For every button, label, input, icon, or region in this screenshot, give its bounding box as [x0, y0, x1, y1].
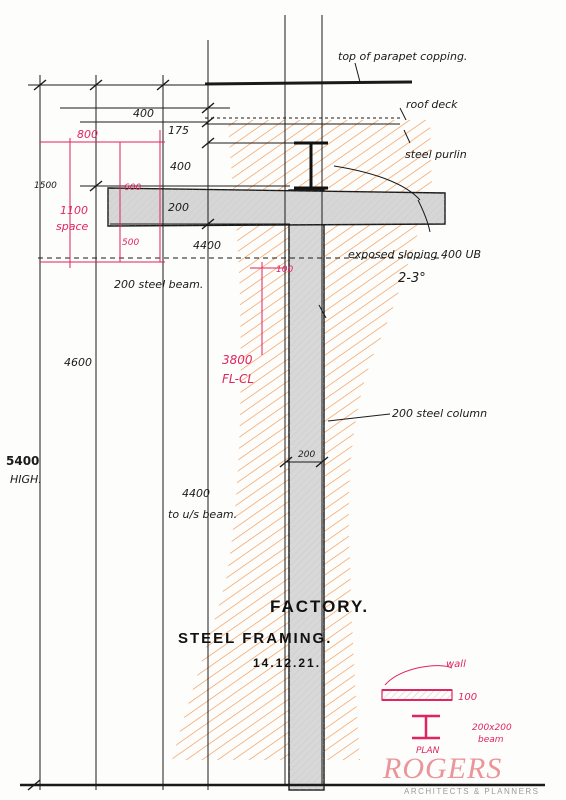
- svg-text:4400: 4400: [193, 239, 221, 252]
- svg-text:100: 100: [458, 692, 477, 703]
- svg-text:175: 175: [168, 124, 189, 137]
- svg-text:ROGERS: ROGERS: [382, 752, 502, 785]
- svg-text:beam: beam: [478, 735, 504, 745]
- svg-text:PLAN: PLAN: [416, 746, 440, 756]
- svg-text:ARCHITECTS & PLANNERS: ARCHITECTS & PLANNERS: [404, 787, 540, 796]
- title-line-2: STEEL FRAMING.: [178, 630, 332, 647]
- svg-text:200: 200: [298, 450, 315, 460]
- svg-text:400: 400: [133, 107, 154, 120]
- svg-text:FL-CL: FL-CL: [222, 372, 254, 386]
- svg-text:4600: 4600: [64, 356, 92, 369]
- purlin-note: steel purlin: [405, 148, 467, 161]
- title-block: FACTORY. STEEL FRAMING. 14.12.21.: [178, 597, 369, 670]
- slope-note: 2-3°: [398, 271, 426, 286]
- plan-detail: wall 100 PLAN 200x200 beam: [381, 659, 512, 756]
- column-note: 200 steel column: [392, 407, 487, 420]
- svg-text:HIGH.: HIGH.: [10, 473, 42, 486]
- dimension-labels: 400 175 400 200 4400 1500 4600 200 5400 …: [6, 107, 315, 486]
- svg-text:3800: 3800: [222, 353, 253, 367]
- svg-text:wall: wall: [446, 659, 466, 670]
- svg-text:500: 500: [122, 238, 139, 248]
- roof-deck-note: roof deck: [406, 98, 458, 111]
- svg-text:800: 800: [77, 128, 98, 141]
- svg-text:100: 100: [276, 265, 293, 275]
- title-date: 14.12.21.: [253, 656, 321, 670]
- total-height: 5400: [6, 454, 39, 468]
- title-line-1: FACTORY.: [270, 597, 369, 616]
- sloping-ub-note: exposed sloping 400 UB: [348, 248, 481, 261]
- us-beam-dim: 4400: [182, 487, 210, 500]
- svg-text:space: space: [56, 220, 89, 233]
- annotations: top of parapet copping. roof deck steel …: [114, 50, 487, 521]
- us-beam-note: to u/s beam.: [168, 508, 237, 521]
- pink-setout: [40, 130, 286, 355]
- svg-text:1100: 1100: [60, 204, 88, 217]
- svg-text:200: 200: [168, 201, 189, 214]
- svg-text:600: 600: [124, 183, 141, 193]
- svg-text:200x200: 200x200: [472, 723, 512, 733]
- steel-purlin-section: [294, 141, 328, 190]
- parapet-note: top of parapet copping.: [338, 50, 467, 63]
- svg-text:1500: 1500: [34, 181, 57, 191]
- pink-labels: 800 600 500 1100 space 100 3800 FL-CL: [56, 128, 293, 386]
- beam-note: 200 steel beam.: [114, 278, 203, 291]
- rogers-logo: ROGERS ARCHITECTS & PLANNERS: [382, 752, 540, 796]
- svg-text:400: 400: [170, 160, 191, 173]
